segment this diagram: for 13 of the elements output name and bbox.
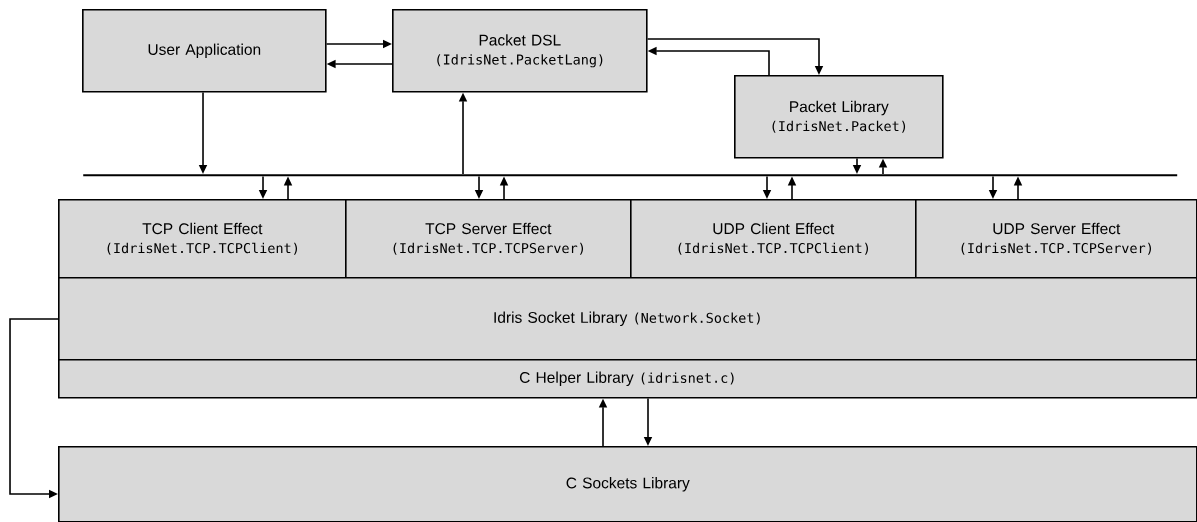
process-box: UDP Server Effect (IdrisNet.TCP.TCPServer) [915,199,1197,279]
node-label: (Network.Socket) [635,312,760,325]
process-box: User Application [82,9,327,93]
process-box: C Sockets Library [58,446,1197,522]
process-box: Packet Library (IdrisNet.Packet) [734,75,944,159]
node-label: Idris Socket Library [494,311,628,327]
process-box: UDP Client Effect (IdrisNet.TCP.TCPClient) [630,199,917,279]
process-box: Packet DSL (IdrisNet.PacketLang) [392,9,648,93]
node-label: (IdrisNet.TCP.TCPServer) [961,242,1151,255]
process-box: C Helper Library (idrisnet.c) [58,359,1197,399]
process-box: TCP Server Effect (IdrisNet.TCP.TCPServer) [345,199,632,279]
node-label: UDP Server Effect [993,222,1121,235]
process-box: TCP Client Effect (IdrisNet.TCP.TCPClient) [58,199,347,279]
